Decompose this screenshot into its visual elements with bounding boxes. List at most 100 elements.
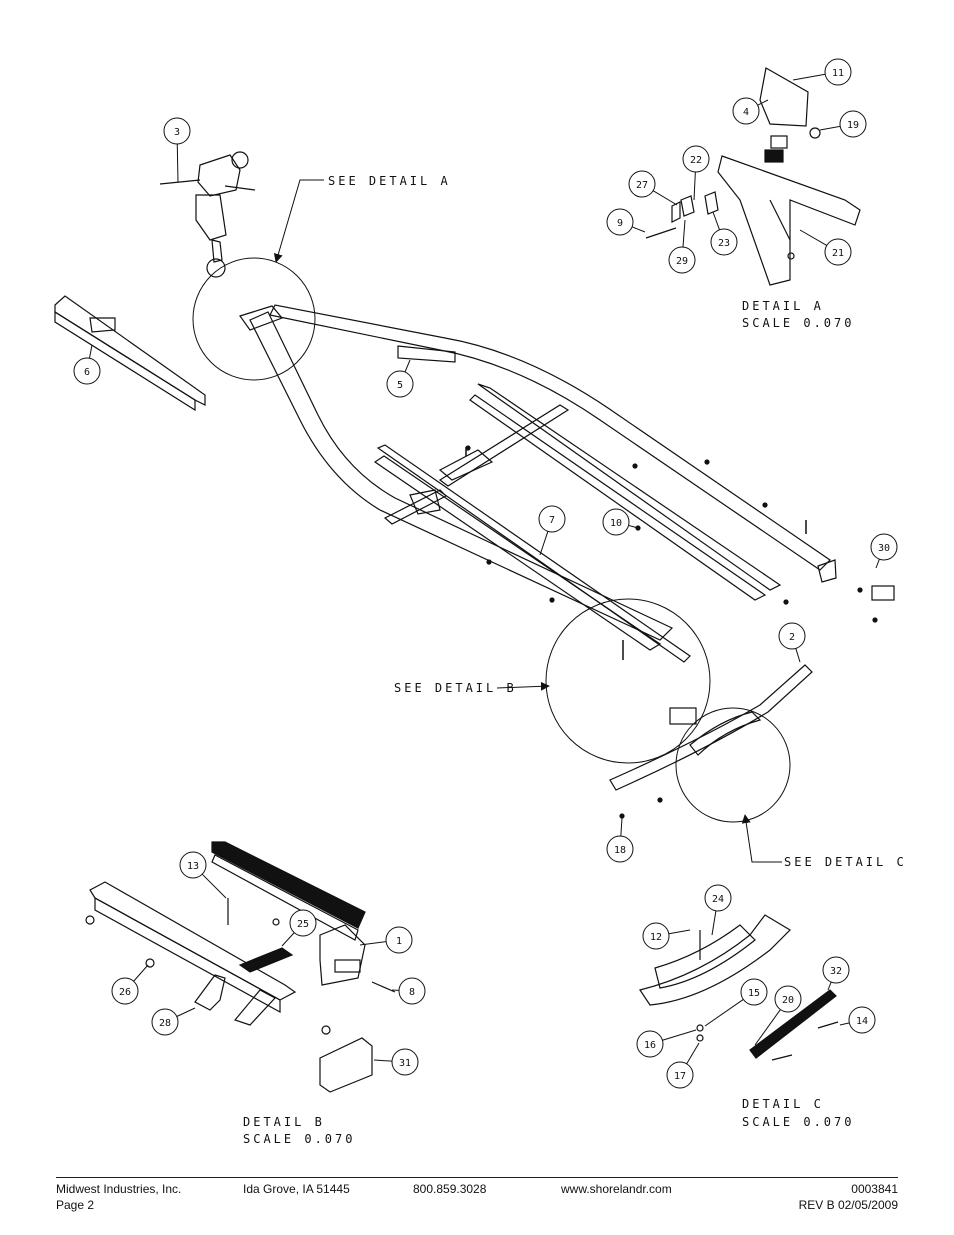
part-bubble-14: 14 xyxy=(839,1006,876,1034)
frame-right-rail xyxy=(269,304,831,571)
detail-c-title: DETAIL C xyxy=(742,1097,824,1111)
bubble-circle-16 xyxy=(636,1030,664,1058)
part-number-label-1: 1 xyxy=(396,936,402,947)
part-bubble-22: 22 xyxy=(682,145,710,201)
detail-c-scale: SCALE 0.070 xyxy=(742,1115,854,1129)
cross-member-1 xyxy=(438,404,570,487)
leader-line-4 xyxy=(757,99,769,106)
leader-line-5 xyxy=(404,359,411,373)
winch-assembly xyxy=(159,151,256,278)
right-bunk-rail xyxy=(477,383,782,591)
part-number-label-31: 31 xyxy=(399,1058,411,1069)
leader-line-31 xyxy=(373,1059,393,1062)
frame-left-rail xyxy=(249,311,674,641)
bubble-circle-8 xyxy=(398,977,426,1005)
part-number-label-23: 23 xyxy=(718,238,730,249)
bubble-circle-15 xyxy=(740,978,768,1006)
part-number-label-7: 7 xyxy=(549,515,555,526)
part-bubble-8: 8 xyxy=(391,977,426,1005)
leader-line-18 xyxy=(620,817,623,837)
bubble-circle-6 xyxy=(73,357,101,385)
part-bubble-30: 30 xyxy=(870,533,898,569)
part-number-label-11: 11 xyxy=(832,68,844,79)
bubble-circle-10 xyxy=(602,508,630,536)
leader-line-22 xyxy=(693,171,696,201)
detail-c-zoom-circle xyxy=(675,707,791,823)
part-bubble-24: 24 xyxy=(704,884,732,936)
bubble-circle-19 xyxy=(839,110,867,138)
bunk-bracket-2 xyxy=(409,489,441,515)
bunk-end-block-right xyxy=(871,585,895,601)
detail-b-view xyxy=(85,841,396,1093)
part-number-label-10: 10 xyxy=(610,518,622,529)
part-bubble-26: 26 xyxy=(111,964,149,1005)
right-bunk-board xyxy=(469,394,767,601)
detail-a-view xyxy=(645,67,861,286)
part-bubble-19: 19 xyxy=(819,110,867,138)
left-bunk-rail xyxy=(376,444,691,663)
bubble-circle-11 xyxy=(824,58,852,86)
leader-line-12 xyxy=(668,929,691,935)
detail-a-zoom-circle xyxy=(192,257,316,381)
part-number-label-17: 17 xyxy=(674,1071,686,1082)
part-bubble-5: 5 xyxy=(386,359,414,398)
leader-line-28 xyxy=(176,1007,196,1017)
part-bubble-31: 31 xyxy=(373,1048,419,1076)
bubble-circle-31 xyxy=(391,1048,419,1076)
part-number-label-24: 24 xyxy=(712,894,724,905)
rail-end-right xyxy=(817,559,837,583)
part-bubble-25: 25 xyxy=(281,909,317,947)
part-bubble-28: 28 xyxy=(151,1007,196,1036)
part-number-bubbles: 1234567891011121314151617181920212223242… xyxy=(73,58,898,1089)
part-number-label-9: 9 xyxy=(617,218,623,229)
leader-line-11 xyxy=(792,73,826,81)
part-bubble-9: 9 xyxy=(606,208,646,236)
part-bubble-2: 2 xyxy=(778,622,806,663)
leader-line-17 xyxy=(686,1042,700,1065)
part-5-tube xyxy=(397,345,456,363)
part-number-label-5: 5 xyxy=(397,380,403,391)
bubble-circle-2 xyxy=(778,622,806,650)
leader-line-16 xyxy=(662,1029,697,1041)
footer-page: Page 2 xyxy=(56,1198,95,1212)
part-bubble-11: 11 xyxy=(792,58,852,86)
leader-line-30 xyxy=(875,558,880,569)
part-bubble-27: 27 xyxy=(628,170,678,206)
bubble-circle-4 xyxy=(732,97,760,125)
leader-line-7 xyxy=(539,531,549,556)
leader-line-32 xyxy=(827,981,832,991)
bubble-circle-13 xyxy=(179,851,207,879)
part-number-label-32: 32 xyxy=(830,966,842,977)
cross-member-2 xyxy=(383,489,448,525)
part-number-label-27: 27 xyxy=(636,180,648,191)
part-bubble-16: 16 xyxy=(636,1029,697,1058)
bunk-bracket-1 xyxy=(438,449,494,481)
footer-website: www.shorelandr.com xyxy=(561,1182,672,1196)
part-number-label-28: 28 xyxy=(159,1018,171,1029)
part-number-label-25: 25 xyxy=(297,919,309,930)
part-number-label-12: 12 xyxy=(650,932,662,943)
leader-line-6 xyxy=(88,344,93,359)
bubble-circle-3 xyxy=(163,117,191,145)
part-number-label-2: 2 xyxy=(789,632,795,643)
frame-front xyxy=(239,305,284,331)
part-bubble-3: 3 xyxy=(163,117,191,183)
leader-line-2 xyxy=(795,648,801,663)
see-detail-b-label: SEE DETAIL B xyxy=(394,681,517,695)
leader-line-23 xyxy=(712,211,720,230)
bubble-circle-17 xyxy=(666,1061,694,1089)
leader-line-25 xyxy=(281,932,295,947)
leader-line-3 xyxy=(176,143,179,183)
bubble-circle-25 xyxy=(289,909,317,937)
part-number-label-13: 13 xyxy=(187,861,199,872)
footer-company: Midwest Industries, Inc. xyxy=(56,1182,182,1196)
part-number-label-22: 22 xyxy=(690,155,702,166)
leader-line-26 xyxy=(133,964,149,982)
part-bubble-4: 4 xyxy=(732,97,769,125)
bubble-circle-26 xyxy=(111,977,139,1005)
part-number-label-4: 4 xyxy=(743,107,749,118)
bubble-circle-9 xyxy=(606,208,634,236)
bubble-circle-18 xyxy=(606,835,634,863)
leader-line-15 xyxy=(704,999,744,1027)
part-number-label-3: 3 xyxy=(174,127,180,138)
